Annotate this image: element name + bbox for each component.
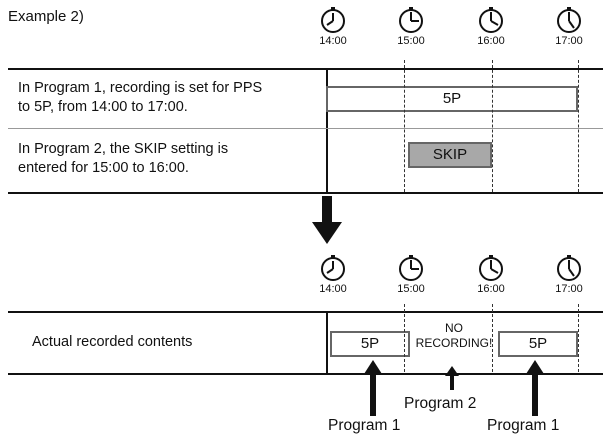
guide-1700-bottom	[578, 304, 579, 372]
row-separator	[8, 128, 603, 129]
guide-1600-top	[492, 60, 493, 192]
guide-1500-top	[404, 60, 405, 192]
clock-icon	[321, 7, 345, 33]
time-label: 17:00	[555, 283, 583, 295]
clock-icon	[479, 255, 503, 281]
actual-5p-right-bar: 5P	[498, 331, 578, 357]
time-label: 17:00	[555, 35, 583, 47]
guide-1500-bottom	[404, 304, 405, 372]
no-recording-label: NO RECORDING!	[415, 321, 493, 350]
program2-label: Program 2	[404, 395, 477, 412]
down-arrow-icon	[312, 196, 342, 244]
actual-5p-left-bar: 5P	[330, 331, 410, 357]
up-arrow-icon	[526, 360, 544, 416]
time-label: 16:00	[477, 283, 505, 295]
clock-1500-bottom: 15:00	[391, 254, 431, 302]
actual-panel: Actual recorded contents 5P 5P NO RECORD…	[8, 311, 603, 375]
clock-icon	[321, 255, 345, 281]
clock-1500-top: 15:00	[391, 6, 431, 54]
clock-1600-top: 16:00	[471, 6, 511, 54]
time-label: 15:00	[397, 35, 425, 47]
up-arrow-icon	[364, 360, 382, 416]
clock-1400-top: 14:00	[313, 6, 353, 54]
clock-icon	[557, 255, 581, 281]
column-divider	[326, 70, 328, 192]
clock-1400-bottom: 14:00	[313, 254, 353, 302]
program1-5p-bar: 5P	[326, 86, 578, 112]
settings-panel: In Program 1, recording is set for PPS t…	[8, 68, 603, 194]
clock-icon	[557, 7, 581, 33]
program1-description: In Program 1, recording is set for PPS t…	[18, 80, 263, 115]
clock-1700-top: 17:00	[549, 6, 589, 54]
guide-1600-bottom	[492, 304, 493, 372]
diagram-title: Example 2)	[8, 8, 84, 25]
time-label: 16:00	[477, 35, 505, 47]
time-label: 14:00	[319, 283, 347, 295]
guide-1700-top	[578, 60, 579, 192]
program2-description: In Program 2, the SKIP setting is entere…	[18, 141, 229, 176]
program1-label-left: Program 1	[328, 417, 401, 434]
clock-icon	[399, 7, 423, 33]
clock-1700-bottom: 17:00	[549, 254, 589, 302]
time-label: 14:00	[319, 35, 347, 47]
column-divider	[326, 313, 328, 373]
clock-1600-bottom: 16:00	[471, 254, 511, 302]
program2-skip-bar: SKIP	[408, 142, 492, 168]
up-arrow-icon	[445, 366, 459, 390]
time-label: 15:00	[397, 283, 425, 295]
program1-label-right: Program 1	[487, 417, 560, 434]
clock-icon	[399, 255, 423, 281]
clock-icon	[479, 7, 503, 33]
actual-recorded-label: Actual recorded contents	[32, 334, 193, 350]
